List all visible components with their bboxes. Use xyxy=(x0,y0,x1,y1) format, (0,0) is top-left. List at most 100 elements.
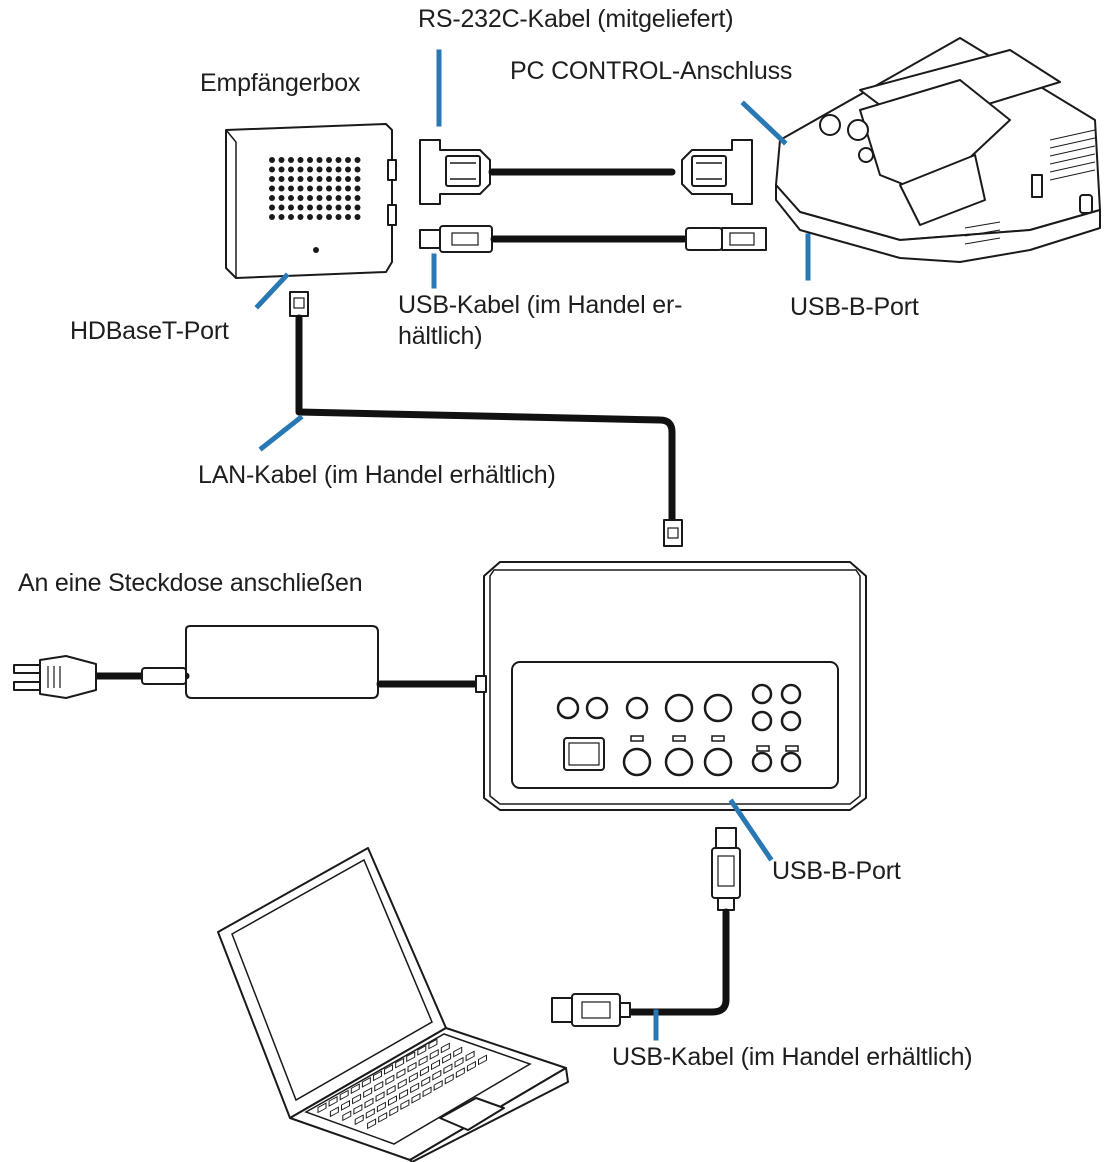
label-hdbaset-port: HDBaseT-Port xyxy=(70,317,229,345)
vent-hole xyxy=(316,214,323,220)
laptop-key xyxy=(419,1065,429,1077)
switcher-led xyxy=(785,745,799,752)
vent-hole xyxy=(288,166,294,173)
switcher-led xyxy=(756,745,770,752)
laptop-key xyxy=(342,1110,352,1122)
vent-hole xyxy=(297,176,304,182)
switcher-buttons xyxy=(556,683,802,777)
switcher-knob xyxy=(780,683,802,705)
laptop-key xyxy=(363,1087,373,1099)
laptop-key xyxy=(428,1038,438,1050)
hdbaset-transmitter xyxy=(483,561,867,811)
vent-hole xyxy=(269,195,275,201)
switcher-knob xyxy=(751,751,773,773)
vent-hole xyxy=(269,214,275,220)
switcher-knob xyxy=(751,710,773,732)
vent-hole xyxy=(354,176,361,182)
laptop-key xyxy=(397,1078,407,1090)
vent-hole xyxy=(345,204,351,211)
laptop-key xyxy=(455,1067,465,1079)
vent-hole xyxy=(316,176,323,182)
laptop-key xyxy=(317,1102,327,1114)
laptop-key xyxy=(454,1056,464,1068)
vent-hole xyxy=(335,166,342,173)
vent-hole xyxy=(278,214,285,220)
vent-hole xyxy=(288,176,294,182)
laptop-key xyxy=(411,1092,421,1104)
laptop-key xyxy=(433,1080,443,1091)
laptop-key xyxy=(350,1083,360,1095)
vent-hole xyxy=(297,166,304,173)
vent-hole xyxy=(307,195,313,201)
switcher-knob xyxy=(664,747,694,777)
laptop-key xyxy=(399,1088,409,1100)
vent-hole xyxy=(326,185,332,192)
vent-hole xyxy=(326,157,332,163)
switcher-knob xyxy=(622,747,652,777)
vent-hole xyxy=(345,195,351,201)
laptop-key xyxy=(364,1097,374,1109)
laptop-key xyxy=(340,1100,350,1111)
vent-hole xyxy=(269,185,275,192)
laptop-key xyxy=(417,1044,427,1056)
laptop-key xyxy=(407,1061,417,1073)
switcher-knob xyxy=(556,696,580,720)
laptop-key xyxy=(387,1095,397,1107)
vent-hole xyxy=(335,185,342,192)
switcher-knob xyxy=(703,693,733,723)
laptop-key xyxy=(421,1076,431,1087)
vent-hole xyxy=(307,157,313,163)
vent-hole xyxy=(345,185,351,192)
vent-hole xyxy=(278,185,285,192)
laptop-key xyxy=(418,1055,428,1067)
laptop-key xyxy=(429,1048,439,1060)
vent-hole xyxy=(354,185,361,192)
laptop-key xyxy=(442,1052,452,1064)
switcher-led xyxy=(711,735,725,742)
switcher-knob xyxy=(664,693,694,723)
laptop-key xyxy=(431,1059,441,1071)
vent-hole xyxy=(316,157,323,163)
vent-hole xyxy=(269,166,275,173)
vent-hole xyxy=(335,176,342,182)
laptop-keyboard xyxy=(317,1038,488,1130)
vent-hole xyxy=(335,204,342,211)
laptop-key xyxy=(354,1114,364,1126)
laptop-key xyxy=(410,1082,420,1094)
usb-cable-bottom xyxy=(551,827,741,1027)
vent-hole xyxy=(288,195,294,201)
label-lan-cable: LAN-Kabel (im Handel erhältlich) xyxy=(198,461,556,489)
laptop-key xyxy=(374,1080,384,1092)
vent-hole xyxy=(307,204,313,211)
laptop-key xyxy=(361,1076,371,1088)
laptop-key xyxy=(396,1068,406,1079)
switcher-knob xyxy=(585,696,609,720)
vent-hole xyxy=(335,195,342,201)
label-usb-b-port-switcher: USB-B-Port xyxy=(772,857,901,885)
laptop-key xyxy=(367,1118,377,1130)
laptop xyxy=(217,847,569,1162)
vent-hole xyxy=(354,204,361,211)
vent-hole xyxy=(326,176,332,182)
laptop-key xyxy=(400,1099,410,1110)
projector xyxy=(775,37,1101,263)
laptop-key xyxy=(478,1054,488,1066)
vent-hole xyxy=(307,214,313,220)
vent-hole xyxy=(278,157,285,163)
vent-hole xyxy=(269,157,275,163)
vent-hole xyxy=(307,185,313,192)
vent-hole xyxy=(269,204,275,211)
laptop-key xyxy=(372,1070,382,1082)
laptop-key xyxy=(406,1051,416,1063)
vent-hole xyxy=(278,195,285,201)
laptop-key xyxy=(466,1060,476,1072)
laptop-key xyxy=(422,1086,432,1098)
vent-hole xyxy=(345,157,351,163)
label-usb-b-port-projector: USB-B-Port xyxy=(790,293,919,321)
laptop-key xyxy=(328,1096,338,1107)
laptop-key xyxy=(385,1074,395,1086)
switcher-led xyxy=(630,735,644,742)
label-pc-control-port: PC CONTROL-Anschluss xyxy=(510,57,793,85)
switcher-knob xyxy=(780,751,802,773)
